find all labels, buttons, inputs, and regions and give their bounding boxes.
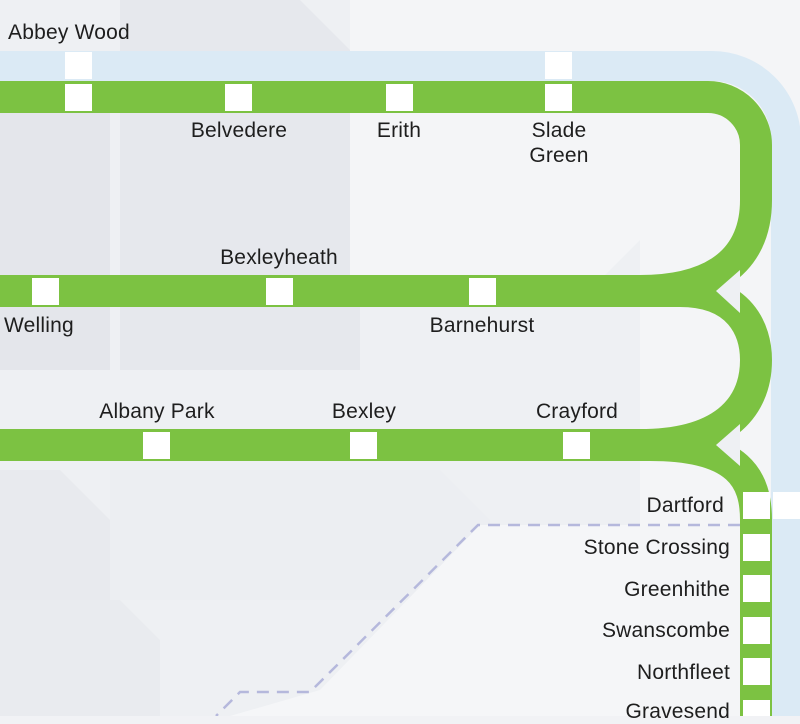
station-label-abbey-wood[interactable]: Abbey Wood	[8, 21, 130, 44]
station-marker-erith	[386, 84, 413, 111]
station-marker-bexleyheath	[266, 278, 293, 305]
station-markers	[32, 84, 770, 716]
station-label-bexley[interactable]: Bexley	[331, 400, 397, 423]
station-marker-bexley	[350, 432, 377, 459]
station-label-gravesend[interactable]: Gravesend	[625, 700, 730, 723]
station-label-slade-green-line1[interactable]: Slade	[531, 119, 587, 142]
station-marker-northfleet	[743, 658, 770, 685]
station-marker-swanscombe	[743, 617, 770, 644]
station-marker-greenhithe	[743, 575, 770, 602]
background-block	[230, 525, 740, 716]
station-label-crayford[interactable]: Crayford	[535, 400, 619, 423]
station-label-dartford[interactable]: Dartford	[646, 494, 724, 517]
station-marker-secondary	[773, 492, 800, 519]
station-label-swanscombe[interactable]: Swanscombe	[601, 619, 730, 642]
station-label-stone-crossing[interactable]: Stone Crossing	[583, 536, 730, 559]
station-label-bexleyheath[interactable]: Bexleyheath	[220, 246, 338, 269]
station-marker-gravesend	[743, 700, 770, 716]
background-block	[0, 600, 160, 716]
station-marker-barnehurst	[469, 278, 496, 305]
junction-triangle	[716, 270, 740, 313]
junction-triangle	[716, 424, 740, 466]
station-label-greenhithe[interactable]: Greenhithe	[624, 578, 730, 601]
station-label-welling[interactable]: Welling	[4, 314, 74, 337]
station-marker-crayford	[563, 432, 590, 459]
station-label-northfleet[interactable]: Northfleet	[636, 661, 730, 684]
background-block	[110, 470, 490, 600]
background-block	[350, 0, 640, 290]
secondary-route	[0, 51, 800, 716]
station-label-erith[interactable]: Erith	[376, 119, 422, 142]
station-label-belvedere[interactable]: Belvedere	[190, 119, 288, 142]
station-label-barnehurst[interactable]: Barnehurst	[429, 314, 535, 337]
station-marker-welling	[32, 278, 59, 305]
station-marker-secondary	[545, 52, 572, 79]
zone-boundary	[215, 523, 740, 716]
station-marker-abbey-wood	[65, 84, 92, 111]
station-marker-dartford	[743, 492, 770, 519]
station-marker-stone-crossing	[743, 534, 770, 561]
station-marker-slade-green	[545, 84, 572, 111]
station-label-slade-green-line2[interactable]: Green	[529, 144, 589, 167]
station-marker-belvedere	[225, 84, 252, 111]
station-label-albany-park[interactable]: Albany Park	[99, 400, 215, 423]
station-marker-albany-park	[143, 432, 170, 459]
station-marker-secondary	[65, 52, 92, 79]
